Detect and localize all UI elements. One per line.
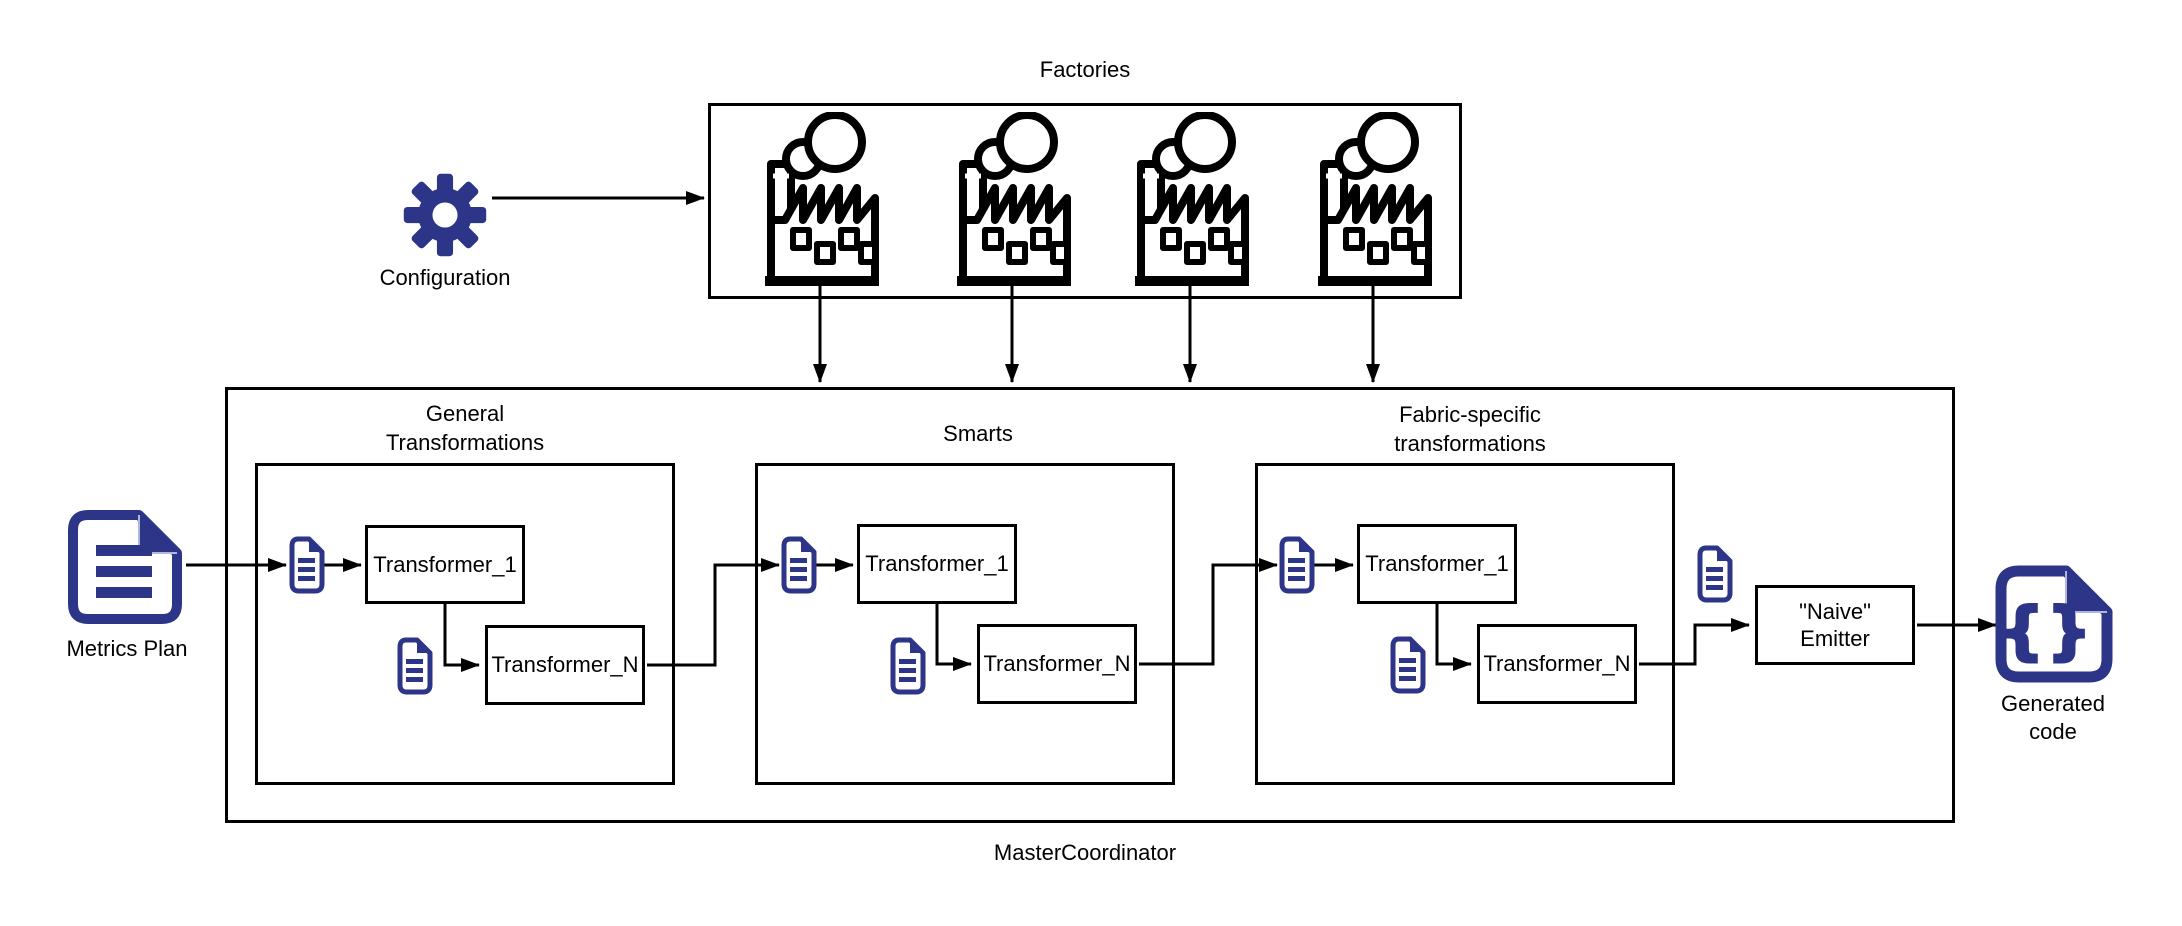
factories-label: Factories (1039, 57, 1131, 82)
transformer-n-label: Transformer_N (1483, 651, 1631, 676)
document-icon-svg (397, 637, 433, 695)
factory-icon-svg (957, 112, 1071, 286)
stage-title-line1: Fabric-specific (1399, 402, 1541, 427)
factory-icon (1306, 112, 1440, 288)
stage-title-line1: General (425, 401, 505, 426)
transformer-1-label: Transformer_1 (373, 551, 517, 577)
generated-code-label: Generated code (1953, 690, 2153, 746)
transformer-n-label: Transformer_N (983, 651, 1131, 676)
document-icon (779, 535, 819, 595)
factory-icon-svg (1135, 112, 1249, 286)
stage-title-general-transformations: General Transformations (315, 399, 615, 457)
factory-icon (1123, 112, 1257, 288)
gear-icon (402, 172, 488, 258)
transformer-n-box: Transformer_N (977, 624, 1137, 704)
stage-title-line2: transformations (1394, 431, 1546, 456)
metrics-plan-document-icon (66, 508, 184, 626)
factory-icon-svg (765, 112, 879, 286)
document-icon (1695, 544, 1735, 604)
generated-code-label-line2: code (2029, 719, 2077, 744)
code-file-icon: {} (1995, 565, 2113, 683)
transformer-n-box: Transformer_N (485, 625, 645, 705)
transformer-1-label: Transformer_1 (1365, 551, 1509, 576)
gear-icon-svg (403, 173, 487, 257)
master-coordinator-label: MasterCoordinator (993, 840, 1177, 865)
factory-icon (753, 112, 887, 288)
transformer-1-label: Transformer_1 (865, 551, 1009, 576)
document-icon-svg (1390, 636, 1426, 694)
document-icon (1277, 535, 1317, 595)
stage-box-general-transformations (255, 463, 675, 785)
naive-emitter-box: "Naive" Emitter (1755, 585, 1915, 665)
factory-icon-svg (1318, 112, 1432, 286)
code-file-icon-svg: {} (1995, 565, 2113, 683)
metrics-plan-label: Metrics Plan (66, 636, 188, 661)
document-icon (395, 636, 435, 696)
transformer-1-box: Transformer_1 (1357, 524, 1517, 604)
stage-title-line1: Smarts (943, 421, 1013, 446)
configuration-label: Configuration (379, 265, 511, 290)
stage-title-line2: Transformations (385, 430, 545, 455)
document-icon (888, 636, 928, 696)
naive-emitter-label-line1: "Naive" (1799, 599, 1871, 624)
svg-text:{}: {} (2000, 594, 2094, 667)
document-icon-svg (890, 637, 926, 695)
stage-title-smarts: Smarts (828, 419, 1128, 448)
document-icon-svg (781, 536, 817, 594)
transformer-n-box: Transformer_N (1477, 624, 1637, 704)
document-icon (287, 535, 327, 595)
factory-icon (945, 112, 1079, 288)
document-icon-svg (1697, 545, 1733, 603)
transformer-1-box: Transformer_1 (857, 524, 1017, 604)
document-icon-svg (1279, 536, 1315, 594)
naive-emitter-label-line2: Emitter (1800, 626, 1870, 651)
generated-code-label-line1: Generated (2001, 691, 2105, 716)
document-icon (1388, 635, 1428, 695)
transformer-n-label: Transformer_N (491, 652, 639, 677)
document-icon-large-svg (68, 510, 182, 624)
stage-title-fabric-specific: Fabric-specific transformations (1320, 400, 1620, 458)
document-icon-svg (289, 536, 325, 594)
transformer-1-box: Transformer_1 (365, 525, 525, 604)
